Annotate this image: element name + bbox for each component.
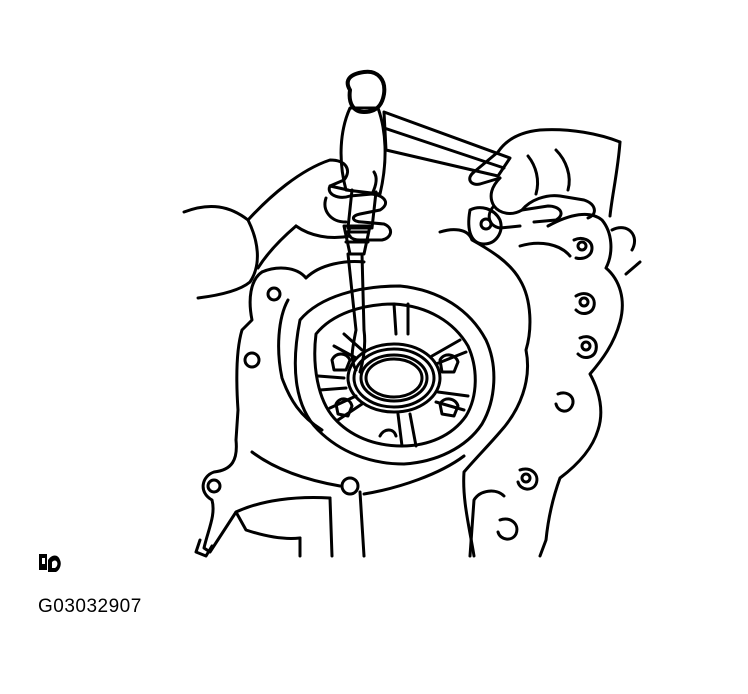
timing-cover — [194, 206, 642, 558]
hammer — [339, 69, 512, 230]
figure-code: G03032907 — [38, 596, 142, 617]
oil-seal — [346, 342, 442, 414]
seal-housing — [293, 284, 496, 466]
left-hand — [182, 158, 392, 300]
service-tool-icon — [39, 554, 61, 572]
right-hand — [468, 128, 622, 230]
